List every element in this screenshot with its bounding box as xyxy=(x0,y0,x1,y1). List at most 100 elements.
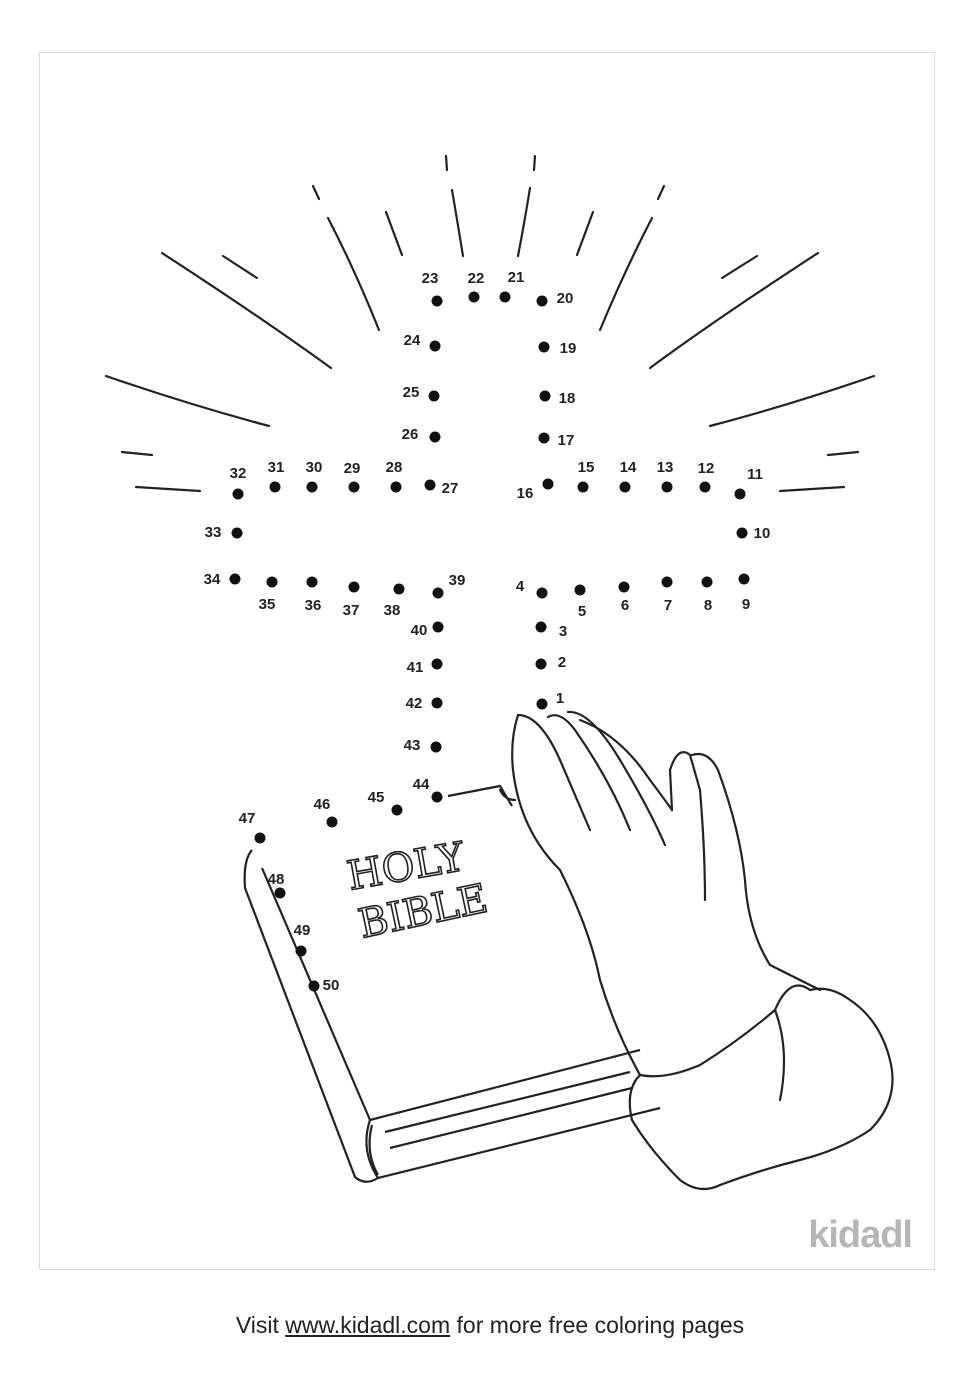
dot-43 xyxy=(430,741,442,753)
dot-label: 26 xyxy=(402,426,419,443)
praying-hands-outline xyxy=(498,710,894,1191)
dot-label: 11 xyxy=(747,466,763,483)
dot-label: 36 xyxy=(305,597,322,614)
dot-15 xyxy=(577,481,589,493)
dot-12 xyxy=(699,481,711,493)
dot-label: 45 xyxy=(368,789,385,806)
dot-35 xyxy=(266,576,278,588)
dot-label: 38 xyxy=(384,602,401,619)
dot-label: 37 xyxy=(343,602,360,619)
dot-label: 18 xyxy=(559,390,576,407)
dot-label: 1 xyxy=(556,690,564,707)
dot-18 xyxy=(539,390,551,402)
dot-label: 46 xyxy=(314,796,331,813)
dot-label: 5 xyxy=(578,603,586,620)
dot-label: 44 xyxy=(413,776,430,793)
dot-label: 4 xyxy=(516,578,525,595)
dot-11 xyxy=(734,488,746,500)
dot-label: 25 xyxy=(403,384,420,401)
dot-13 xyxy=(661,481,673,493)
footer-suffix: for more free coloring pages xyxy=(456,1312,745,1338)
dot-50 xyxy=(308,980,320,992)
dot-20 xyxy=(536,295,548,307)
footer-text: Visit www.kidadl.com for more free color… xyxy=(0,1312,980,1339)
dot-9 xyxy=(738,573,750,585)
dot-label: 14 xyxy=(620,459,637,476)
dot-45 xyxy=(391,804,403,816)
kidadl-link[interactable]: www.kidadl.com xyxy=(285,1312,451,1338)
dot-label: 28 xyxy=(386,459,403,476)
dot-10 xyxy=(736,527,748,539)
dot-6 xyxy=(618,581,630,593)
dot-label: 49 xyxy=(294,922,311,939)
dot-label: 20 xyxy=(557,290,574,307)
dot-28 xyxy=(390,481,402,493)
dot-label: 22 xyxy=(468,270,485,287)
dot-label: 13 xyxy=(657,459,674,476)
dot-26 xyxy=(429,431,441,443)
dot-37 xyxy=(348,581,360,593)
dot-label: 39 xyxy=(449,572,466,589)
dot-2 xyxy=(535,658,547,670)
dot-label: 32 xyxy=(230,465,247,482)
dot-17 xyxy=(538,432,550,444)
dot-label: 47 xyxy=(239,810,256,827)
dot-label: 3 xyxy=(559,623,567,640)
dot-label: 12 xyxy=(698,460,715,477)
dot-27 xyxy=(424,479,436,491)
dot-14 xyxy=(619,481,631,493)
dot-29 xyxy=(348,481,360,493)
dot-label: 43 xyxy=(404,737,421,754)
dot-32 xyxy=(232,488,244,500)
dot-label: 40 xyxy=(411,622,428,639)
dot-5 xyxy=(574,584,586,596)
dot-7 xyxy=(661,576,673,588)
dot-label: 31 xyxy=(268,459,285,476)
dot-34 xyxy=(229,573,241,585)
dot-4 xyxy=(536,587,548,599)
dot-label: 23 xyxy=(422,270,439,287)
dot-label: 24 xyxy=(404,332,421,349)
dot-21 xyxy=(499,291,511,303)
dot-label: 10 xyxy=(754,525,771,542)
worksheet-frame xyxy=(39,52,935,1270)
dot-label: 9 xyxy=(742,596,750,613)
dot-label: 15 xyxy=(578,459,595,476)
dot-label: 33 xyxy=(205,524,222,541)
dot-48 xyxy=(274,887,286,899)
dot-label: 17 xyxy=(558,432,575,449)
dot-label: 16 xyxy=(517,485,534,502)
dot-label: 6 xyxy=(621,597,629,614)
dot-41 xyxy=(431,658,443,670)
dot-30 xyxy=(306,481,318,493)
dot-36 xyxy=(306,576,318,588)
bible-book-outline xyxy=(243,784,661,1183)
dot-49 xyxy=(295,945,307,957)
dot-label: 35 xyxy=(259,596,276,613)
dot-44 xyxy=(431,791,443,803)
dot-25 xyxy=(428,390,440,402)
dot-1 xyxy=(536,698,548,710)
dot-38 xyxy=(393,583,405,595)
dot-40 xyxy=(432,621,444,633)
dot-22 xyxy=(468,291,480,303)
dot-3 xyxy=(535,621,547,633)
dot-31 xyxy=(269,481,281,493)
dot-label: 50 xyxy=(323,977,340,994)
dot-39 xyxy=(432,587,444,599)
dot-46 xyxy=(326,816,338,828)
dot-24 xyxy=(429,340,441,352)
dot-42 xyxy=(431,697,443,709)
dot-33 xyxy=(231,527,243,539)
dot-label: 2 xyxy=(558,654,566,671)
dot-label: 27 xyxy=(442,480,459,497)
kidadl-watermark: kidadl xyxy=(808,1214,913,1256)
footer-prefix: Visit xyxy=(235,1312,279,1338)
dot-label: 19 xyxy=(560,340,577,357)
dot-label: 8 xyxy=(704,597,712,614)
dot-label: 21 xyxy=(508,269,525,286)
dot-8 xyxy=(701,576,713,588)
book-title: HOLY BIBLE xyxy=(343,833,492,948)
dot-label: 42 xyxy=(406,695,423,712)
